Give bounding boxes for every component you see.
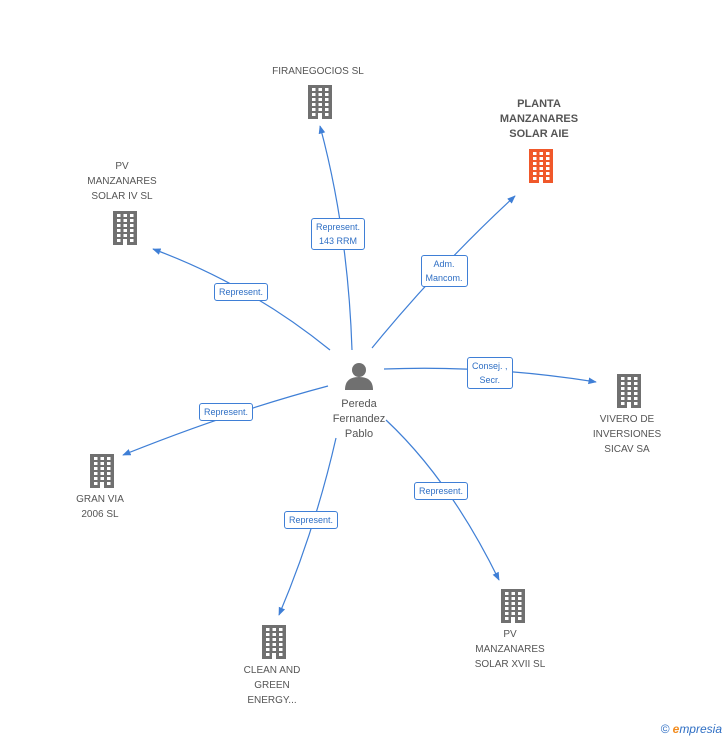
- copyright-symbol: ©: [660, 722, 670, 736]
- company-label: VIVERO DE INVERSIONES SICAV SA: [572, 412, 682, 457]
- company-label: CLEAN AND GREEN ENERGY...: [222, 663, 322, 708]
- company-label: FIRANEGOCIOS SL: [253, 64, 383, 79]
- empresia-logo[interactable]: ©empresia: [661, 722, 722, 736]
- person-name-line: Fernandez: [332, 413, 386, 425]
- company-label-line: INVERSIONES: [592, 429, 662, 440]
- building-icon: [113, 211, 137, 245]
- relation-label-line: 143 RRM: [319, 236, 358, 246]
- relation-arrow-pv17: [385, 419, 500, 581]
- company-label-line: 2006 SL: [81, 509, 119, 520]
- relation-label-line: Represent.: [219, 287, 264, 297]
- company-label-line: FIRANEGOCIOS SL: [272, 66, 364, 77]
- company-label: PV MANZANARES SOLAR IV SL: [67, 159, 177, 204]
- relation-label-line: Represent.: [419, 486, 464, 496]
- building-icon: [262, 625, 286, 659]
- person-icon: [345, 363, 373, 390]
- relation-label-pv17[interactable]: Represent.: [414, 482, 469, 500]
- building-icon: [529, 149, 553, 183]
- company-label-line: SICAV SA: [604, 444, 650, 455]
- relation-label-line: Consej. ,: [472, 361, 508, 371]
- relation-label-planta[interactable]: Adm. Mancom.: [420, 255, 468, 287]
- building-icon: [501, 589, 525, 623]
- company-label-line: SOLAR XVII SL: [474, 659, 546, 670]
- company-label-line: CLEAN AND: [243, 665, 301, 676]
- relation-label-line: Represent.: [204, 407, 249, 417]
- company-label: PLANTA MANZANARES SOLAR AIE: [479, 97, 599, 142]
- company-label-line: ENERGY...: [247, 695, 297, 706]
- relation-label-line: Mancom.: [425, 273, 463, 283]
- company-label-line: GRAN VIA: [76, 494, 124, 505]
- relation-label-granvia[interactable]: Represent.: [199, 403, 254, 421]
- brand-name: mpresia: [679, 722, 722, 736]
- building-icon: [617, 374, 641, 408]
- company-label: GRAN VIA 2006 SL: [50, 492, 150, 522]
- brand-initial: e: [672, 722, 680, 736]
- company-label-line: MANZANARES: [499, 113, 579, 125]
- company-label-line: SOLAR AIE: [509, 128, 569, 140]
- relation-label-clean[interactable]: Represent.: [284, 511, 339, 529]
- relation-label-firanegocios[interactable]: Represent. 143 RRM: [311, 218, 366, 250]
- company-label-line: PLANTA: [517, 98, 561, 110]
- relation-label-line: Represent.: [289, 515, 334, 525]
- person-name-line: Pablo: [344, 428, 374, 440]
- company-label-line: PV: [503, 629, 517, 640]
- company-label-line: GREEN: [254, 680, 290, 691]
- relation-label-vivero[interactable]: Consej. , Secr.: [467, 357, 513, 389]
- company-label-line: MANZANARES: [87, 176, 157, 187]
- relation-label-line: Represent.: [316, 222, 361, 232]
- relation-label-line: Secr.: [479, 375, 501, 385]
- building-icon: [90, 454, 114, 488]
- company-label-line: PV: [115, 161, 129, 172]
- building-icon: [308, 85, 332, 119]
- company-label-line: MANZANARES: [475, 644, 545, 655]
- company-label: PV MANZANARES SOLAR XVII SL: [455, 627, 565, 672]
- company-label-line: SOLAR IV SL: [91, 191, 153, 202]
- company-label-line: VIVERO DE: [599, 414, 655, 425]
- person-name-line: Pereda: [341, 398, 377, 410]
- relation-label-pv4[interactable]: Represent.: [214, 283, 269, 301]
- relation-label-line: Adm.: [433, 259, 455, 269]
